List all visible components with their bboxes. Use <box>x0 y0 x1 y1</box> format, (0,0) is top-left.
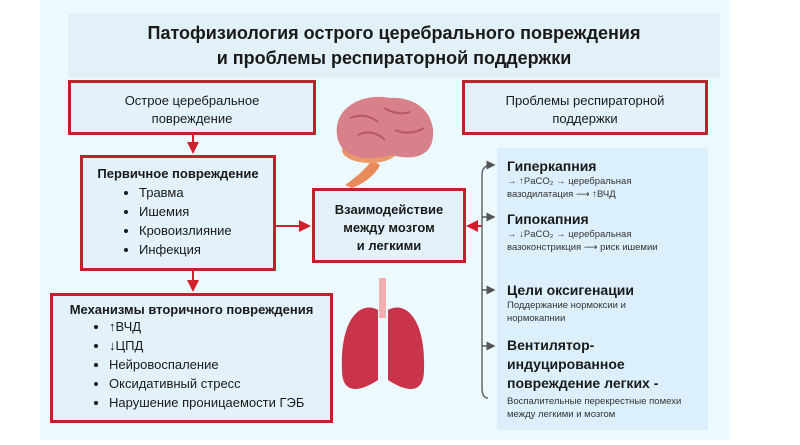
title-line2: и проблемы респираторной поддержки <box>216 48 572 68</box>
respiratory-problems-box: Проблемы респираторной поддержки <box>462 80 708 135</box>
page-title: Патофизиология острого церебрального пов… <box>68 14 720 78</box>
panel-item-hypocapnia: Гипокапния → ↓PaCO₂ → церебральная вазок… <box>507 210 707 254</box>
panel-item-oxygenation: Цели оксигенации Поддержание нормоксии и… <box>507 281 707 325</box>
item-text: → ↓PaCO₂ → церебральная вазоконстрикция … <box>507 229 658 253</box>
list-item: Нейровоспаление <box>109 355 330 374</box>
resp-line2: поддержки <box>552 111 618 126</box>
interaction-line2: между мозгом <box>343 220 435 235</box>
secondary-heading: Механизмы вторичного повреждения <box>69 302 314 317</box>
item-heading: Вентилятор-индуцированное повреждение ле… <box>507 337 659 391</box>
brain-icon <box>336 96 434 188</box>
list-item: Нарушение проницаемости ГЭБ <box>109 393 330 412</box>
list-item: ↑ВЧД <box>109 317 330 336</box>
interaction-line1: Взаимодействие <box>334 202 444 217</box>
item-text: Поддержание нормоксии и нормокапнии <box>507 300 626 324</box>
acute-line2: повреждение <box>151 111 233 126</box>
list-item: Кровоизлияние <box>139 221 273 240</box>
list-item: Травма <box>139 183 273 202</box>
primary-injury-box: Первичное повреждение Травма Ишемия Кров… <box>80 155 276 271</box>
list-item: Оксидативный стресс <box>109 374 330 393</box>
title-line1: Патофизиология острого церебрального пов… <box>147 23 641 43</box>
acute-line1: Острое церебральное <box>124 93 260 108</box>
item-heading: Гиперкапния <box>507 158 597 174</box>
item-heading: Цели оксигенации <box>507 282 635 298</box>
item-heading: Гипокапния <box>507 211 589 227</box>
acute-injury-box: Острое церебральное повреждение <box>68 80 316 135</box>
item-text: → ↑PaCO₂ → церебральная вазодилатация ⟶ … <box>507 176 632 200</box>
lungs-icon <box>341 278 425 390</box>
interaction-box: Взаимодействие между мозгом и легкими <box>312 188 466 263</box>
bracket <box>481 164 493 399</box>
respiratory-issues-panel: Гиперкапния → ↑PaCO₂ → церебральная вазо… <box>497 148 708 430</box>
item-text: Воспалительные перекрестные помехи между… <box>507 396 682 420</box>
secondary-mechanisms-box: Механизмы вторичного повреждения ↑ВЧД ↓Ц… <box>50 293 333 423</box>
interaction-line3: и легкими <box>356 238 422 253</box>
panel-item-vili: Вентилятор-индуцированное повреждение ле… <box>507 336 707 421</box>
panel-item-hypercapnia: Гиперкапния → ↑PaCO₂ → церебральная вазо… <box>507 157 707 201</box>
list-item: ↓ЦПД <box>109 336 330 355</box>
primary-heading: Первичное повреждение <box>97 166 259 181</box>
resp-line1: Проблемы респираторной <box>505 93 665 108</box>
list-item: Инфекция <box>139 240 273 259</box>
list-item: Ишемия <box>139 202 273 221</box>
